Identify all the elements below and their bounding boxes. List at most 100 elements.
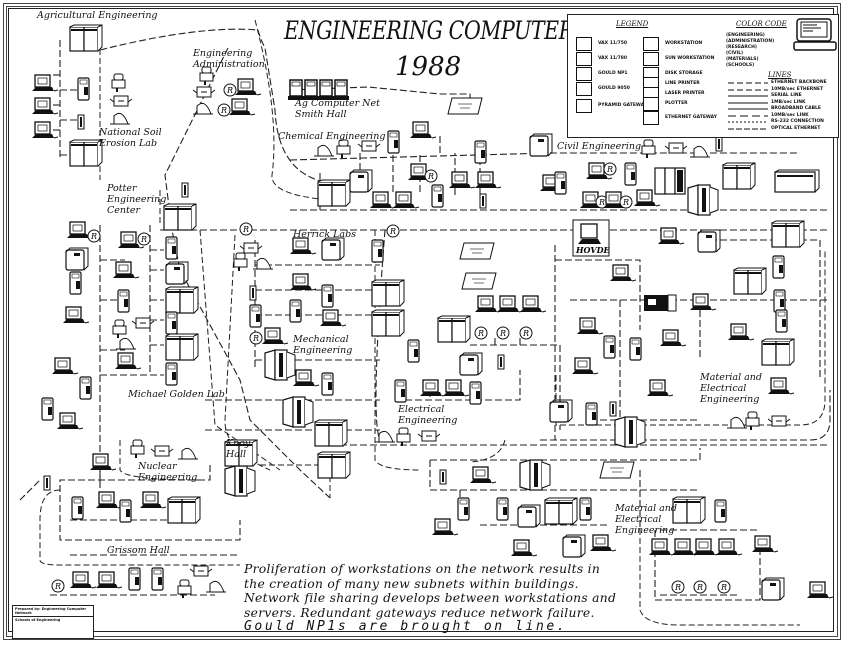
ethernet-gateway-icon: R [137, 232, 151, 246]
network-link [59, 465, 241, 541]
small-server-icon [181, 182, 189, 198]
region-label-soil-lab: National Soil Erosion Lab [99, 127, 162, 149]
plotter-icon [643, 97, 659, 111]
workstation-icon [807, 581, 834, 599]
network-link [540, 390, 831, 441]
ethernet-gateway-icon: R [519, 326, 533, 340]
ethernet-gateway-icon: R [249, 331, 263, 345]
gould-np1-icon [264, 349, 296, 381]
minicomputer-icon [469, 381, 482, 405]
computer-center-server-icon [288, 79, 304, 100]
minicomputer-icon [289, 299, 302, 323]
laser-printer-icon [767, 415, 791, 427]
workstation-icon [610, 264, 637, 282]
workstation-icon [432, 518, 459, 536]
line-printer-icon [396, 427, 411, 446]
svg-text:R: R [427, 172, 434, 181]
workstation-icon [115, 352, 142, 370]
line-type-label: 10MB/sec LINK [771, 112, 809, 118]
workstation-icon [443, 379, 470, 397]
vax-11-780-icon [576, 52, 592, 66]
workstation-icon [57, 412, 84, 430]
vax-server-icon [167, 496, 201, 524]
legend-item-label: VAX 11/780 [598, 56, 627, 61]
region-label-knoy: Knoy Hall [226, 438, 251, 460]
laser-printer-icon [357, 140, 381, 152]
minicomputer-icon [624, 162, 637, 186]
line-type-label: ETHERNET BACKBONE [771, 80, 827, 85]
svg-text:R: R [720, 583, 727, 592]
minicomputer-icon [165, 311, 178, 335]
gould-np1-icon [224, 465, 256, 497]
workstation-icon [113, 261, 140, 279]
network-link [429, 460, 700, 491]
workstation-icon [32, 97, 59, 115]
workstation-icon [52, 357, 79, 375]
workstation-icon [768, 377, 795, 395]
legend-item-label: DISK STORAGE [665, 71, 703, 76]
color-code-item: (CIVIL) [726, 51, 744, 56]
terminal-illustration-icon [793, 18, 837, 51]
minicomputer-icon [603, 335, 616, 359]
vax-server-icon [654, 167, 686, 195]
sun-workstation-icon [643, 52, 659, 66]
inner-border [8, 8, 834, 632]
workstation-icon [320, 309, 347, 327]
workstation-icon [70, 571, 97, 589]
building-boundary [469, 439, 506, 463]
vax-server-icon [722, 162, 756, 190]
line-type-label: SERIAL LINE [771, 93, 802, 98]
workstation-icon [370, 191, 397, 209]
minicomputer-icon [431, 184, 444, 208]
building-boundary [199, 229, 281, 471]
minicomputer-icon [117, 289, 130, 313]
workstation-icon [118, 231, 145, 249]
laser-printer-icon [189, 565, 213, 577]
workstation-icon [229, 98, 256, 116]
svg-text:R: R [674, 583, 681, 592]
ethernet-gateway-icon: R [603, 162, 617, 176]
line-printer-icon [745, 411, 760, 430]
workstation-icon [716, 538, 743, 556]
laser-printer-icon [109, 95, 133, 107]
line-printer-icon [177, 579, 192, 598]
line-type-label: OPTICAL ETHERNET [771, 125, 821, 131]
minicomputer-icon [69, 271, 82, 295]
legend-item-label: SUN WORKSTATION [665, 56, 715, 61]
workstation-icon [647, 379, 674, 397]
svg-text:R: R [696, 583, 703, 592]
gould-np1-icon [519, 459, 551, 491]
color-code-item: (ENGINEERING) [726, 33, 765, 38]
svg-text:R: R [252, 334, 259, 343]
network-link [164, 47, 331, 499]
region-label-eng-admin: Engineering Administration [193, 48, 265, 70]
minicomputer-icon [457, 497, 470, 521]
workstation-icon [520, 295, 547, 313]
workstation-icon [643, 37, 659, 51]
network-link [555, 259, 641, 330]
legend-heading: LEGEND [616, 20, 649, 28]
line-style-sample [728, 121, 768, 123]
small-server-icon [609, 401, 617, 417]
minicomputer-icon [371, 239, 384, 263]
legend-item-label: ETHERNET GATEWAY [665, 115, 717, 120]
disk-server-icon [321, 237, 345, 261]
minicomputer-icon [165, 236, 178, 260]
workstation-icon [290, 273, 317, 291]
tape-unit-icon [599, 461, 635, 479]
ethernet-gateway-icon: R [51, 579, 65, 593]
network-link [99, 28, 259, 51]
workstation-icon [634, 189, 661, 207]
credit-line: Prepared by: Engineering Computer Networ… [15, 607, 87, 615]
workstation-icon [262, 327, 289, 345]
computer-center-server-icon [303, 79, 319, 100]
disk-server-icon [697, 229, 721, 253]
workstation-icon [577, 317, 604, 335]
network-link [700, 239, 821, 380]
ethernet-gateway-icon: R [717, 580, 731, 594]
minicomputer-icon [128, 567, 141, 591]
disk-server-icon [349, 169, 373, 193]
workstation-icon [32, 74, 59, 92]
gould-9050-icon [576, 82, 592, 96]
